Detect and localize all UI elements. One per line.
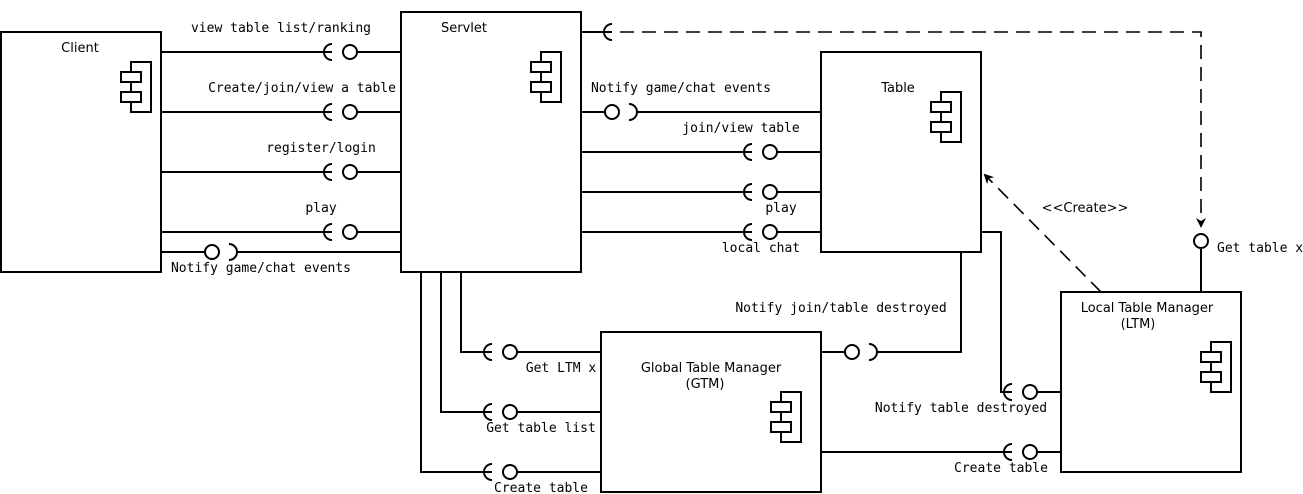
interface-play-client: play bbox=[161, 201, 401, 241]
interface-create-join-view: Create/join/view a table bbox=[161, 81, 401, 121]
interface-notify-servlet: Notify game/chat events bbox=[581, 81, 821, 121]
interface-view-table-list: view table list/ranking bbox=[161, 21, 401, 61]
interface-notify-join-destroyed: Notify join/table destroyed bbox=[735, 252, 962, 361]
component-icon bbox=[770, 391, 802, 443]
interface-get-table-list: Get table list bbox=[440, 272, 601, 436]
servlet-component: Servlet bbox=[400, 11, 582, 273]
label-join-view-table: join/view table bbox=[682, 121, 800, 136]
label-create-join-view: Create/join/view a table bbox=[208, 81, 396, 96]
interface-get-table-x: Get table x bbox=[581, 23, 1303, 292]
label-get-ltm-x: Get LTM x bbox=[526, 361, 597, 376]
interface-create-table-gtm: Create table bbox=[420, 272, 601, 494]
interface-play-table: play bbox=[581, 183, 821, 216]
create-dependency: <<Create>> bbox=[983, 173, 1129, 293]
label-create-table-gtm: Create table bbox=[494, 481, 588, 494]
label-create-table-ltm: Create table bbox=[954, 461, 1048, 476]
label-get-table-list: Get table list bbox=[486, 421, 596, 436]
interface-get-ltm-x: Get LTM x bbox=[460, 272, 601, 376]
component-icon bbox=[1200, 341, 1232, 393]
table-title: Table bbox=[880, 81, 915, 96]
component-icon bbox=[930, 91, 962, 143]
label-register-login: register/login bbox=[266, 141, 376, 156]
interface-create-table-ltm: Create table bbox=[821, 443, 1061, 476]
label-notify-servlet: Notify game/chat events bbox=[591, 81, 771, 96]
ltm-title-line2: (LTM) bbox=[1121, 317, 1156, 332]
label-create-stereotype: <<Create>> bbox=[1042, 201, 1129, 216]
ltm-component: Local Table Manager (LTM) bbox=[1060, 291, 1242, 473]
client-component: Client bbox=[0, 31, 162, 273]
label-notify-client: Notify game/chat events bbox=[171, 261, 351, 276]
interface-notify-client: Notify game/chat events bbox=[161, 243, 401, 276]
ltm-title-line1: Local Table Manager bbox=[1081, 301, 1214, 316]
interface-join-view-table: join/view table bbox=[581, 121, 821, 161]
component-icon bbox=[530, 51, 562, 103]
component-icon bbox=[120, 61, 152, 113]
gtm-component: Global Table Manager (GTM) bbox=[600, 331, 822, 493]
label-get-table-x: Get table x bbox=[1217, 241, 1303, 256]
gtm-title-line2: (GTM) bbox=[686, 377, 725, 392]
interface-register-login: register/login bbox=[161, 141, 401, 181]
label-play-client: play bbox=[305, 201, 336, 216]
label-view-table-list: view table list/ranking bbox=[191, 21, 371, 36]
label-local-chat: local chat bbox=[722, 241, 800, 256]
interface-notify-table-destroyed: Notify table destroyed bbox=[875, 231, 1061, 416]
interface-local-chat: local chat bbox=[581, 223, 821, 256]
label-notify-join-destroyed: Notify join/table destroyed bbox=[735, 301, 946, 316]
label-notify-table-destroyed: Notify table destroyed bbox=[875, 401, 1047, 416]
table-component: Table bbox=[820, 51, 982, 253]
label-play-table: play bbox=[765, 201, 796, 216]
servlet-title: Servlet bbox=[441, 21, 487, 36]
gtm-title-line1: Global Table Manager bbox=[641, 361, 782, 376]
client-title: Client bbox=[61, 41, 99, 56]
